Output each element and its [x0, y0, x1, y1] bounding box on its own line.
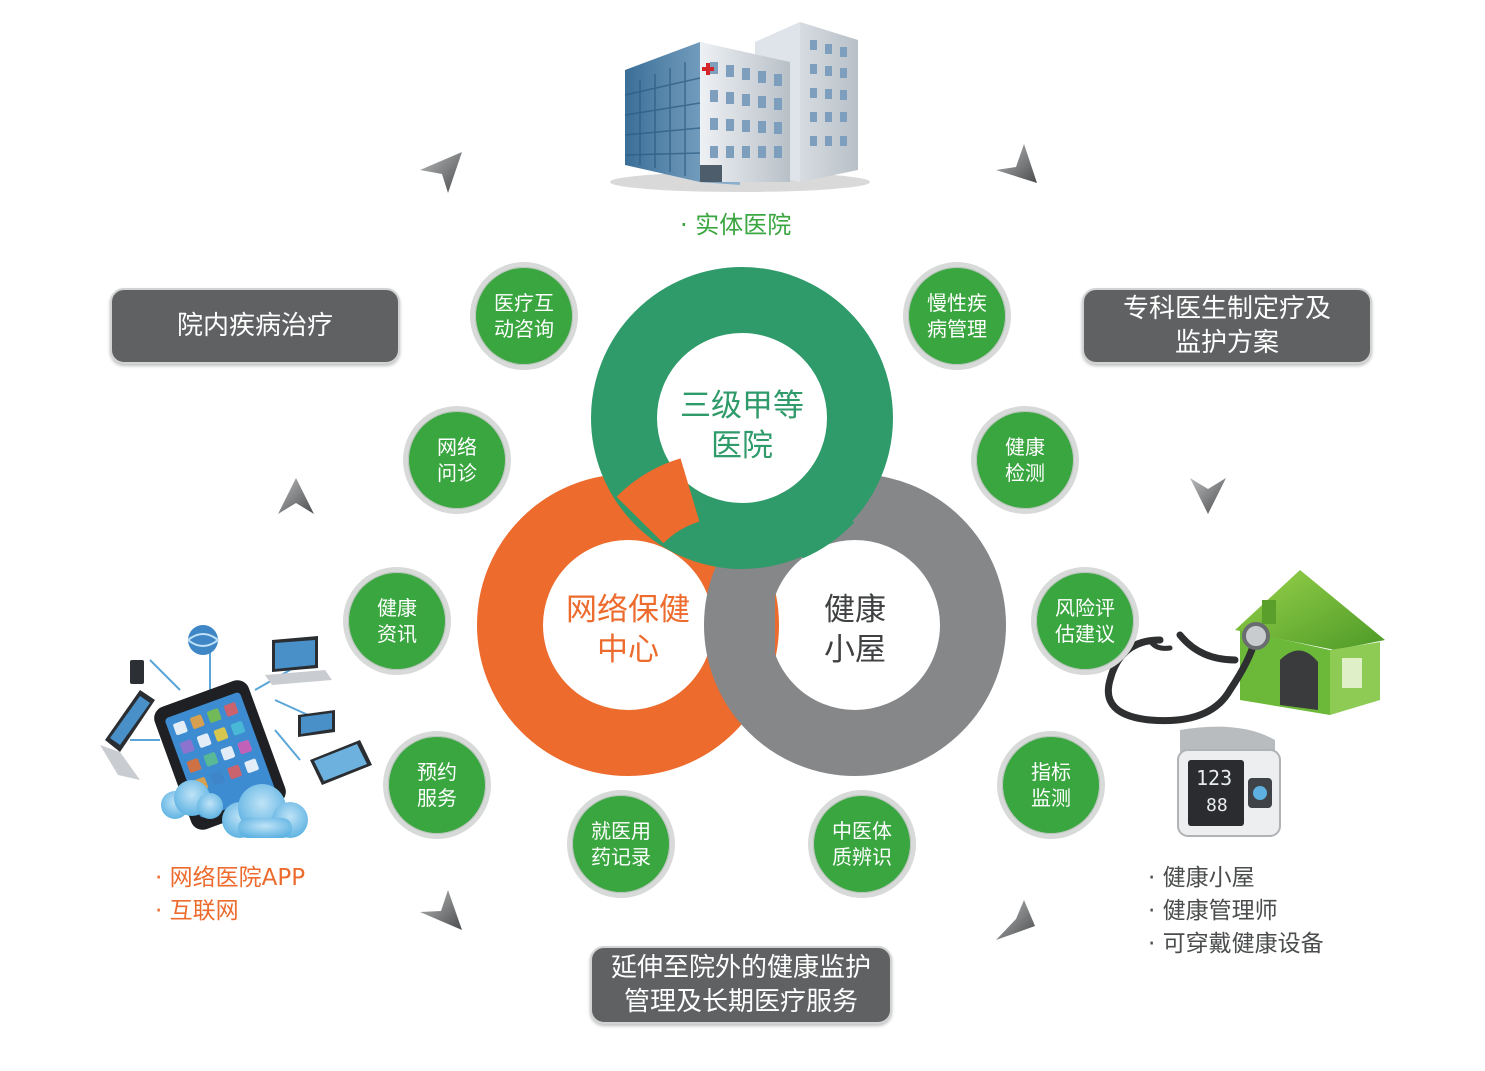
ring-label-network-center: 网络保健 中心 — [548, 590, 708, 670]
bubble-line: 监测 — [1031, 786, 1071, 810]
box-extended-care: 延伸至院外的健康监护 管理及长期医疗服务 — [590, 946, 892, 1024]
bubble-index-monitoring: 指标监测 — [997, 731, 1105, 839]
bubble-line: 健康 — [377, 596, 417, 620]
bubble-line: 慢性疾 — [927, 291, 987, 315]
bubble-line: 健康 — [1005, 435, 1045, 459]
box-text-line: 延伸至院外的健康监护 — [610, 953, 871, 983]
ring-overlap-orange — [616, 458, 701, 545]
box-text-line: 专科医生制定疗及 — [1122, 294, 1331, 324]
app-channel-list: 网络医院APP 互联网 — [155, 862, 305, 928]
bullet-dot: · — [680, 211, 696, 239]
devices-network-icon — [100, 625, 372, 838]
bubble-line: 网络 — [437, 435, 477, 459]
list-item: 可穿戴健康设备 — [1148, 928, 1324, 961]
ring-label-line: 三级甲等 — [680, 388, 804, 424]
bubble-line: 问诊 — [437, 461, 477, 485]
ring-label-line: 小屋 — [824, 632, 886, 668]
bubble-line: 病管理 — [927, 317, 987, 341]
list-item: 健康小屋 — [1148, 862, 1324, 895]
health-house-icon — [1235, 570, 1385, 715]
bubble-line: 就医用 — [591, 819, 651, 843]
hospital-building-icon — [610, 22, 870, 192]
bubble-chronic-disease: 慢性疾病管理 — [903, 262, 1011, 370]
bubble-line: 资讯 — [377, 622, 417, 646]
bubble-line: 估建议 — [1055, 622, 1115, 646]
arrow-icon — [996, 144, 1037, 183]
ring-label-line: 中心 — [597, 632, 659, 668]
arrow-icon — [1190, 478, 1226, 514]
bubble-line: 风险评 — [1055, 596, 1115, 620]
bp-reading-diastolic: 88 — [1206, 795, 1228, 816]
box-inpatient-treatment: 院内疾病治疗 — [110, 288, 400, 364]
bubble-line: 质辨识 — [832, 845, 892, 869]
bubble-line: 指标 — [1031, 760, 1071, 784]
ring-green — [591, 267, 893, 569]
bubble-medication-record: 就医用药记录 — [567, 790, 675, 898]
bubble-tcm-constitution: 中医体质辨识 — [808, 790, 916, 898]
ring-label-hospital: 三级甲等 医院 — [662, 386, 822, 466]
arrow-icon — [420, 152, 462, 193]
arrow-icon — [420, 890, 462, 930]
bubble-line: 服务 — [417, 786, 457, 810]
box-text-line: 监护方案 — [1174, 328, 1279, 358]
ring-label-line: 医院 — [711, 428, 773, 464]
ring-label-health-house: 健康 小屋 — [790, 590, 920, 670]
bubble-line: 药记录 — [591, 845, 651, 869]
list-item: 互联网 — [155, 895, 305, 928]
list-item: 网络医院APP — [155, 862, 305, 895]
ring-overlap-green — [776, 476, 855, 559]
hospital-label: · 实体医院 — [680, 205, 791, 240]
bubble-online-consult: 网络问诊 — [403, 406, 511, 514]
ring-label-line: 网络保健 — [566, 592, 690, 628]
bubble-interactive-consult: 医疗互动咨询 — [470, 262, 578, 370]
bubble-line: 动咨询 — [494, 317, 554, 341]
bubble-line: 中医体 — [832, 819, 892, 843]
box-text-line: 管理及长期医疗服务 — [623, 987, 858, 1017]
arrow-icon — [996, 900, 1035, 940]
bubble-health-info: 健康资讯 — [343, 567, 451, 675]
bubble-line: 检测 — [1005, 461, 1045, 485]
health-house-list: 健康小屋 健康管理师 可穿戴健康设备 — [1148, 862, 1324, 961]
bubble-line: 医疗互 — [494, 291, 554, 315]
box-text: 院内疾病治疗 — [176, 311, 333, 341]
bubble-health-check: 健康检测 — [971, 406, 1079, 514]
bubble-risk-assessment: 风险评估建议 — [1031, 567, 1139, 675]
hospital-label-text: 实体医院 — [695, 211, 792, 239]
arrow-icon — [278, 478, 314, 514]
box-specialist-plan: 专科医生制定疗及 监护方案 — [1082, 288, 1372, 364]
bubble-booking-service: 预约服务 — [383, 731, 491, 839]
ring-label-line: 健康 — [824, 592, 886, 628]
blood-pressure-monitor-icon — [1177, 726, 1281, 837]
list-item: 健康管理师 — [1148, 895, 1324, 928]
bubble-line: 预约 — [417, 760, 457, 784]
bp-reading-systolic: 123 — [1196, 766, 1233, 790]
